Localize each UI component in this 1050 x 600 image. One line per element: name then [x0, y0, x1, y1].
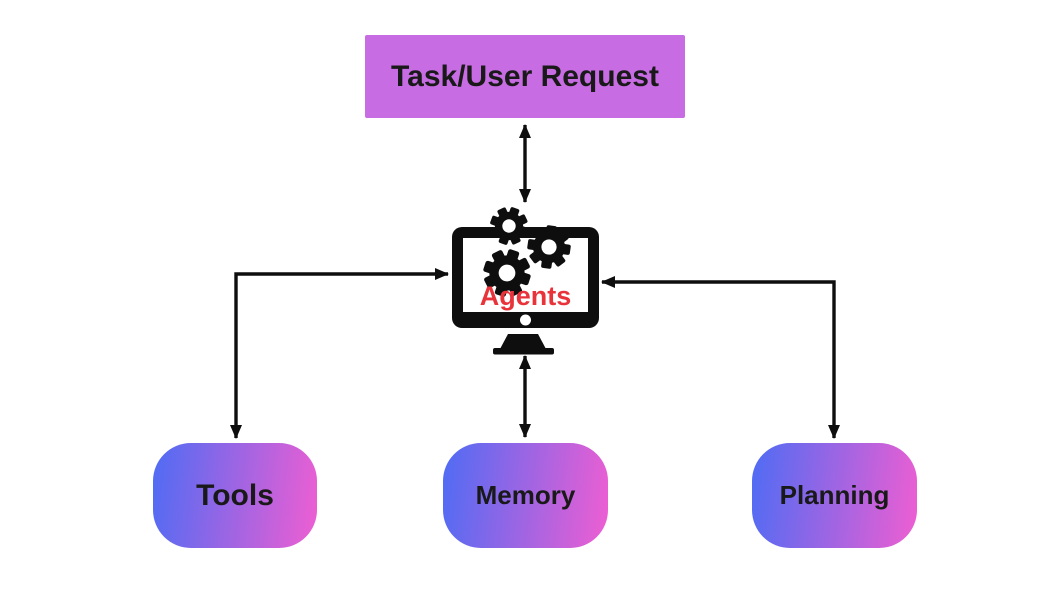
tools-label: Tools	[196, 478, 274, 512]
arrow-agents-tools	[230, 268, 449, 439]
task-request-label: Task/User Request	[391, 59, 659, 93]
arrow-agents-planning	[601, 276, 840, 439]
monitor-frame	[452, 227, 599, 328]
planning-label: Planning	[779, 480, 890, 510]
gear-icon	[484, 201, 534, 251]
monitor-button-dot	[520, 314, 531, 326]
task-request-box: Task/User Request	[365, 35, 685, 118]
planning-box: Planning	[752, 443, 917, 548]
memory-box: Memory	[443, 443, 608, 548]
monitor-stand-neck	[500, 334, 546, 349]
gear-icon	[524, 222, 574, 272]
computer-monitor-icon	[452, 201, 599, 355]
monitor-stand-base	[493, 348, 554, 355]
memory-label: Memory	[475, 480, 576, 510]
tools-box: Tools	[153, 443, 317, 548]
agents-label: Agents	[479, 281, 572, 311]
